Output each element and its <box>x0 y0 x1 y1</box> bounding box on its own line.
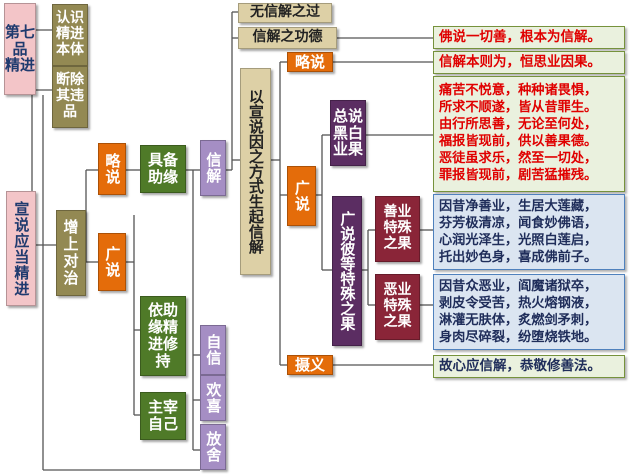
huanxi-box: 欢喜 <box>200 375 226 421</box>
zengshang-box: 增上对治 <box>56 210 86 296</box>
zhuzai-label: 主宰自己 <box>147 398 178 433</box>
text-fo-shuo: 佛说一切善，根本为信解。 <box>433 26 625 49</box>
duanchu-label: 断除其违品 <box>56 72 84 120</box>
yizhu-label: 依助缘精进修持 <box>147 301 178 370</box>
text-xinjie-benze: 信解本则为，恒思业因果。 <box>433 51 625 74</box>
renshi-label: 认识精进本体 <box>56 10 84 58</box>
text-heibai-yeguo: 痛苦不悦意，种种诸畏惧， 所求不顺遂，皆从昔罪生。 由行所思善，无论至何处， 福… <box>433 76 625 192</box>
wuxinjie-box: 无信解之过 <box>238 3 332 23</box>
text-eye-guo: 因昔众恶业，阎魔诸狱卒， 剥皮令受苦，热火熔钢液， 淋灌无肤体，炙燃剑矛刺， 身… <box>433 274 625 350</box>
duanchu-box: 断除其违品 <box>52 66 88 128</box>
renshi-box: 认识精进本体 <box>52 4 88 66</box>
shanye-label: 善业特殊之果 <box>383 204 412 252</box>
xinjie-box: 信解 <box>200 140 226 196</box>
shanye-box: 善业特殊之果 <box>375 196 420 262</box>
chapter-title-box: 第七品 精进 <box>4 3 36 95</box>
eye-box: 恶业特殊之果 <box>375 274 420 340</box>
guangbi-box: 广说彼等特殊之果 <box>332 196 362 346</box>
zengshang-label: 增上对治 <box>63 218 79 287</box>
sheyi-box: 摄义 <box>287 355 333 375</box>
jubei-label: 具备助缘 <box>147 151 178 186</box>
text-gu-xin: 故心应信解，恭敬修善法。 <box>433 355 625 378</box>
guangshuo-2-box: 广说 <box>287 166 316 226</box>
fangshe-box: 放舍 <box>200 424 226 470</box>
jubei-box: 具备助缘 <box>140 145 186 193</box>
gongde-box: 信解之功德 <box>238 27 337 49</box>
lueshuo-2-box: 略说 <box>287 52 333 72</box>
eye-label: 恶业特殊之果 <box>383 282 412 330</box>
text-shanye-guo: 因昔净善业，生居大莲藏， 芬芳极清凉，闻食妙佛语， 心润光泽生，光照白莲启， 托… <box>433 194 625 270</box>
yixuan-box: 以宣说因之方式生起信解 <box>240 68 271 275</box>
yizhu-box: 依助缘精进修持 <box>140 296 186 376</box>
zhuzai-box: 主宰自己 <box>140 392 186 440</box>
zixin-box: 自信 <box>200 325 226 375</box>
xuan-shuo-box: 宣说应当精进 <box>6 191 36 306</box>
zongshuo-label: 总说黑白业果 <box>332 106 363 159</box>
zongshuo-box: 总说黑白业果 <box>330 100 366 166</box>
guangshuo-1-box: 广说 <box>98 233 126 291</box>
lueshuo-1-box: 略说 <box>98 143 126 195</box>
